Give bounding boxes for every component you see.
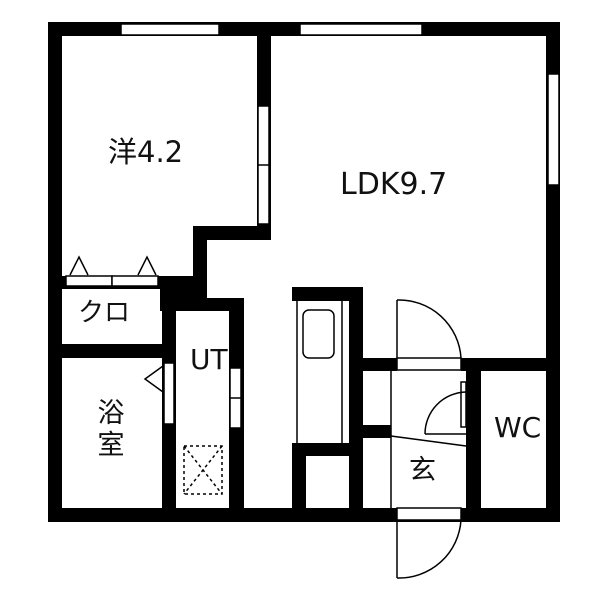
washer-pan <box>183 445 223 495</box>
room-label-western: 洋4.2 <box>108 135 184 169</box>
room-label-entry: 玄 <box>409 455 436 486</box>
room-label-bath: 浴室 <box>97 398 125 462</box>
room-label-ut: UT <box>190 343 228 376</box>
room-label-wc: WC <box>494 411 542 444</box>
room-label-closet: クロ <box>78 298 131 328</box>
windows <box>65 23 560 521</box>
room-label-ldk: LDK9.7 <box>340 167 448 202</box>
kitchen-counter <box>296 301 343 443</box>
door-swings <box>69 255 467 579</box>
